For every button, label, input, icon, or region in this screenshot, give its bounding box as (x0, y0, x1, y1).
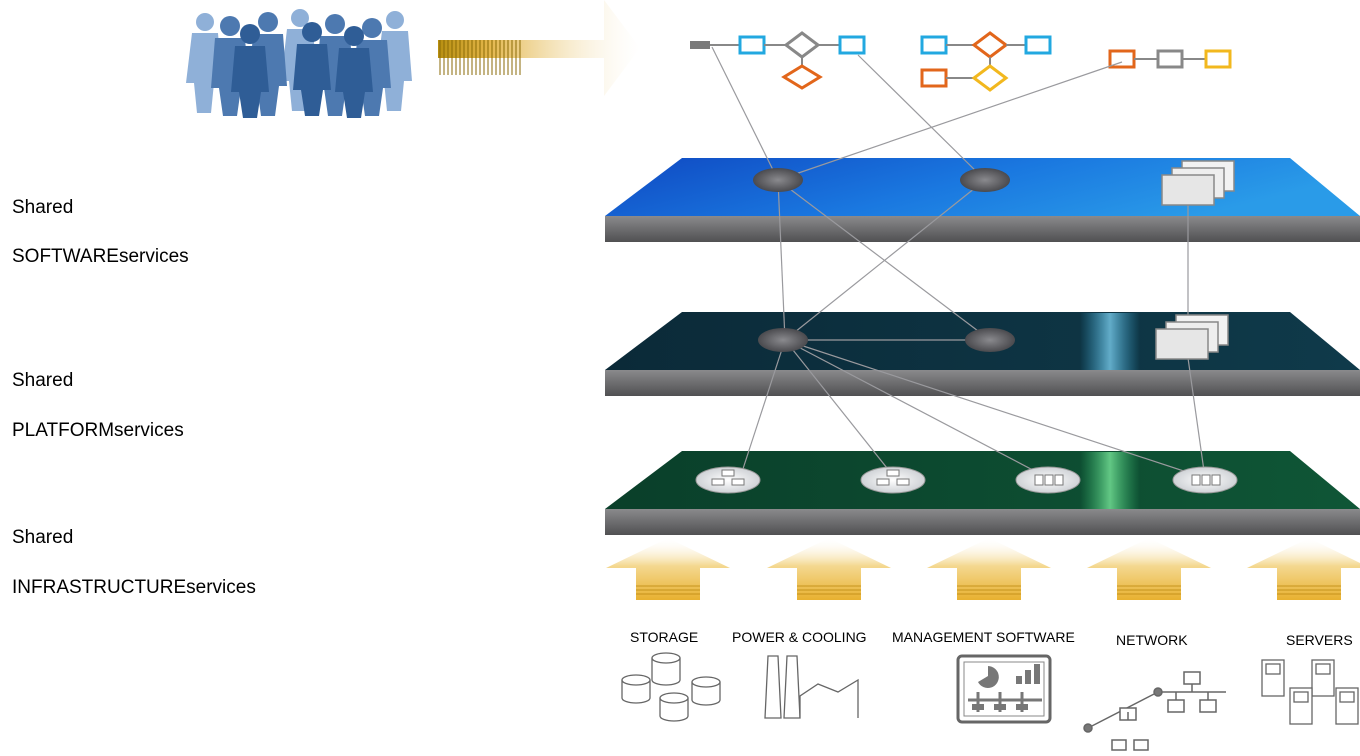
storage-pad-icon (695, 466, 761, 494)
factory-icon (764, 655, 859, 719)
platform-services-layer (605, 312, 1360, 396)
infrastructure-layer-title: INFRASTRUCTUREservices (12, 577, 256, 598)
resource-up-arrows (606, 538, 1360, 600)
infrastructure-services-layer (605, 451, 1360, 535)
server-pad-icon (1015, 466, 1081, 494)
server-pad-icon (1172, 466, 1238, 494)
infrastructure-layer-shared-label: Shared (12, 527, 74, 548)
platform-layer-nodes (758, 314, 1229, 360)
software-layer-title: SOFTWAREservices (12, 246, 189, 267)
infrastructure-layer-nodes (695, 466, 1238, 494)
connection-lines (711, 46, 1206, 479)
platform-layer-title: PLATFORMservices (12, 420, 184, 441)
management-software-label: MANAGEMENT SOFTWARE (892, 629, 1075, 645)
power-cooling-label: POWER & COOLING (732, 629, 867, 645)
process-flow-3 (1108, 49, 1232, 69)
network-label: NETWORK (1116, 632, 1188, 648)
storage-icon (621, 652, 721, 722)
process-flow-2 (920, 31, 1052, 92)
process-flow-1 (690, 31, 866, 90)
dashboard-icon (956, 654, 1052, 724)
users-group-icon (186, 9, 412, 118)
storage-label: STORAGE (630, 629, 699, 645)
document-stack-icon (1155, 314, 1229, 360)
platform-layer-shared-label: Shared (12, 370, 74, 391)
software-layer-shared-label: Shared (12, 197, 74, 218)
storage-pad-icon (860, 466, 926, 494)
servers-label: SERVERS (1286, 632, 1353, 648)
servers-icon (1261, 659, 1359, 725)
software-layer-nodes (753, 160, 1235, 206)
user-flow-arrow (438, 0, 640, 96)
document-stack-icon (1161, 160, 1235, 206)
network-icon (1083, 671, 1226, 751)
